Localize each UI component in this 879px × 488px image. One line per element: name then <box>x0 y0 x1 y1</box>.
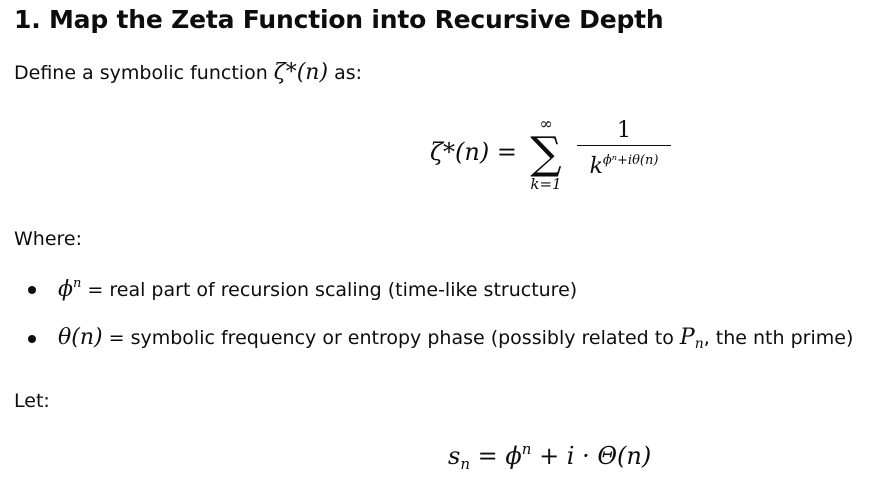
sn-rest: + i · Θ(n) <box>539 442 652 470</box>
define-prefix-text: Define a symbolic function <box>14 62 268 84</box>
equation-lhs: ζ*(n) = <box>430 138 517 166</box>
theta-symbol: θ(n) <box>58 325 103 350</box>
sum-lower-limit: k=1 <box>530 175 562 193</box>
sn-phi: ϕn <box>505 440 532 470</box>
list-item-text-after: , the nth prime) <box>703 327 854 349</box>
fraction-numerator: 1 <box>617 118 631 143</box>
prime-base: P <box>679 325 695 350</box>
phi-exponent: n <box>73 276 82 291</box>
sn-phi-base: ϕ <box>505 442 522 470</box>
list-item-content: ϕn = real part of recursion scaling (tim… <box>58 276 577 302</box>
prime-symbol: Pn <box>679 325 704 352</box>
summation: ∞ ∑ k=1 <box>526 114 566 193</box>
define-paragraph: Define a symbolic function ζ*(n) as: <box>14 60 362 85</box>
denominator-base: k <box>589 154 603 179</box>
sn-phi-exponent: n <box>521 440 532 458</box>
zeta-star-symbol: ζ*(n) <box>273 60 329 85</box>
equals-sign: = <box>477 442 498 470</box>
zeta-star-equation: ζ*(n) = ∞ ∑ k=1 1 kϕⁿ+iθ(n) <box>430 114 680 204</box>
bullet-dot <box>28 286 36 294</box>
phi-symbol: ϕn <box>58 276 82 302</box>
bullet-dot <box>28 335 36 343</box>
let-label: Let: <box>14 390 50 412</box>
fraction-bar <box>577 145 671 146</box>
define-suffix-text: as: <box>334 62 363 84</box>
sn-base: s <box>448 442 461 470</box>
prime-subscript: n <box>694 336 704 352</box>
phi-base: ϕ <box>58 277 73 302</box>
sn-lhs: sn <box>448 442 470 473</box>
fraction: 1 kϕⁿ+iθ(n) <box>577 118 671 180</box>
denominator-exponent: ϕⁿ+iθ(n) <box>602 153 659 168</box>
sn-subscript: n <box>460 455 470 473</box>
list-item-text: = real part of recursion scaling (time-l… <box>87 279 578 301</box>
list-item-content: θ(n) = symbolic frequency or entropy pha… <box>58 325 853 352</box>
sn-equation: sn = ϕn + i · Θ(n) <box>448 440 651 473</box>
sum-upper-limit: ∞ <box>539 114 553 133</box>
list-item-text: = symbolic frequency or entropy phase (p… <box>108 327 674 349</box>
sigma-symbol: ∑ <box>530 128 562 179</box>
where-label: Where: <box>14 228 83 250</box>
section-heading: 1. Map the Zeta Function into Recursive … <box>14 5 664 34</box>
fraction-denominator: kϕⁿ+iθ(n) <box>577 148 671 180</box>
